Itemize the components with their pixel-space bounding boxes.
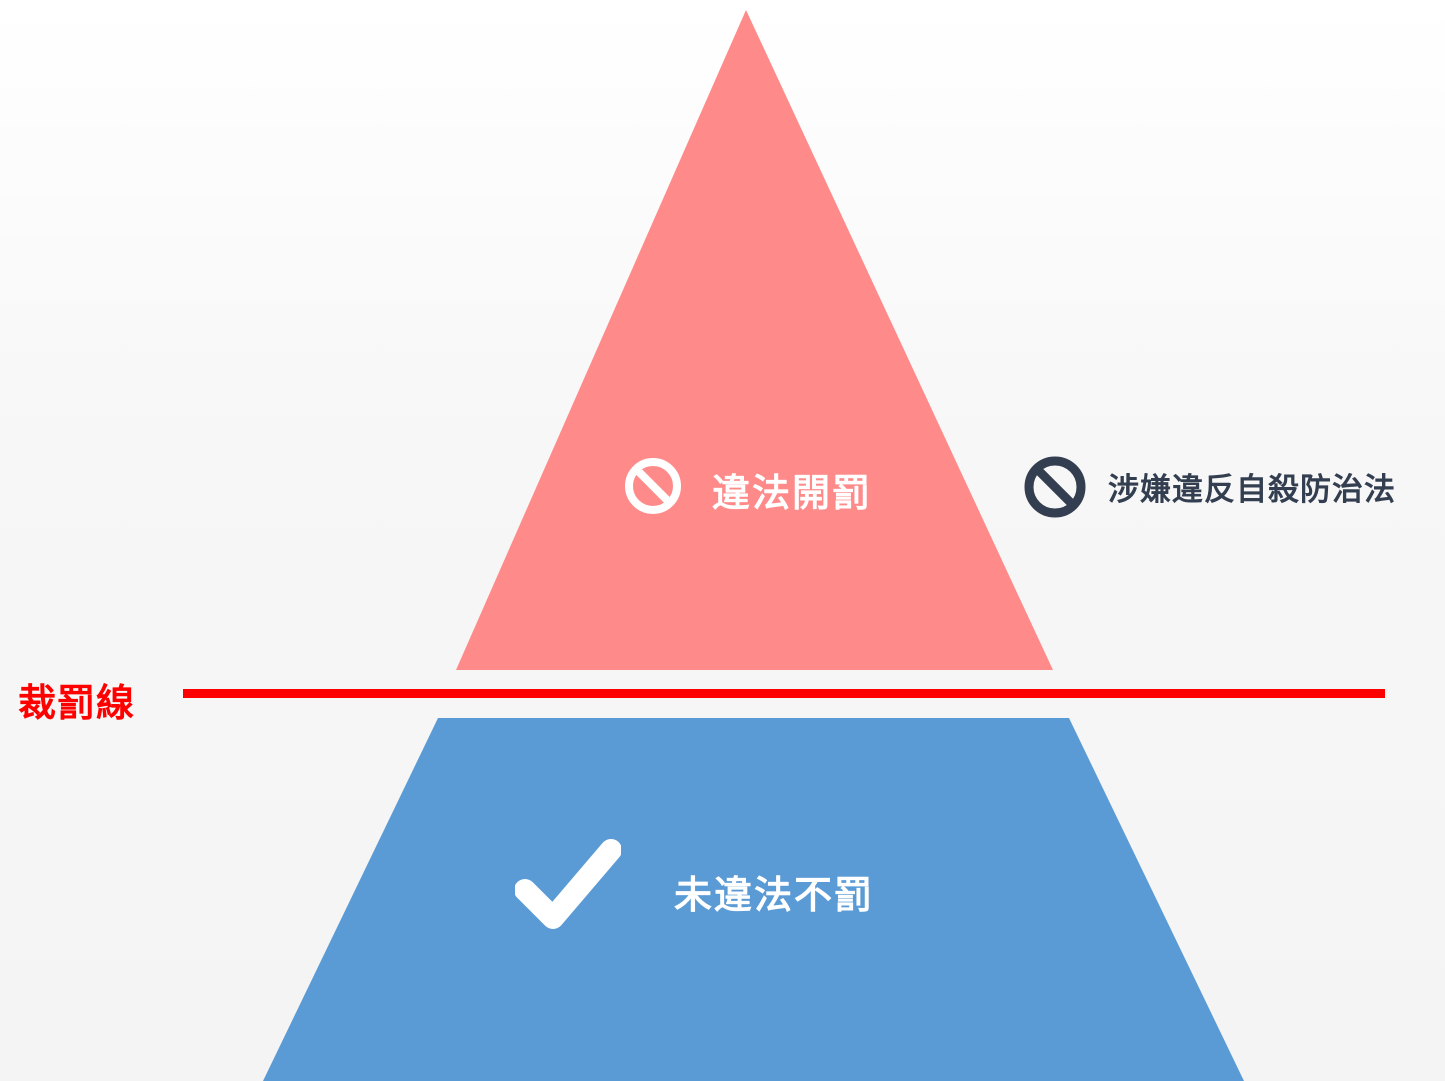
no-violation-no-penalty-label: 未違法不罰 — [674, 873, 875, 917]
suicide-prevention-law-label: 涉嫌違反自殺防治法 — [1108, 472, 1396, 508]
violation-penalty-label: 違法開罰 — [712, 471, 873, 515]
upper-triangle — [456, 10, 1053, 670]
penalty-line-label: 裁罰線 — [18, 681, 136, 725]
prohibition-icon — [625, 458, 681, 514]
lower-trapezoid — [263, 718, 1244, 1081]
threshold-line — [183, 689, 1385, 698]
prohibition-icon — [1024, 456, 1086, 518]
checkmark-icon — [515, 839, 621, 929]
